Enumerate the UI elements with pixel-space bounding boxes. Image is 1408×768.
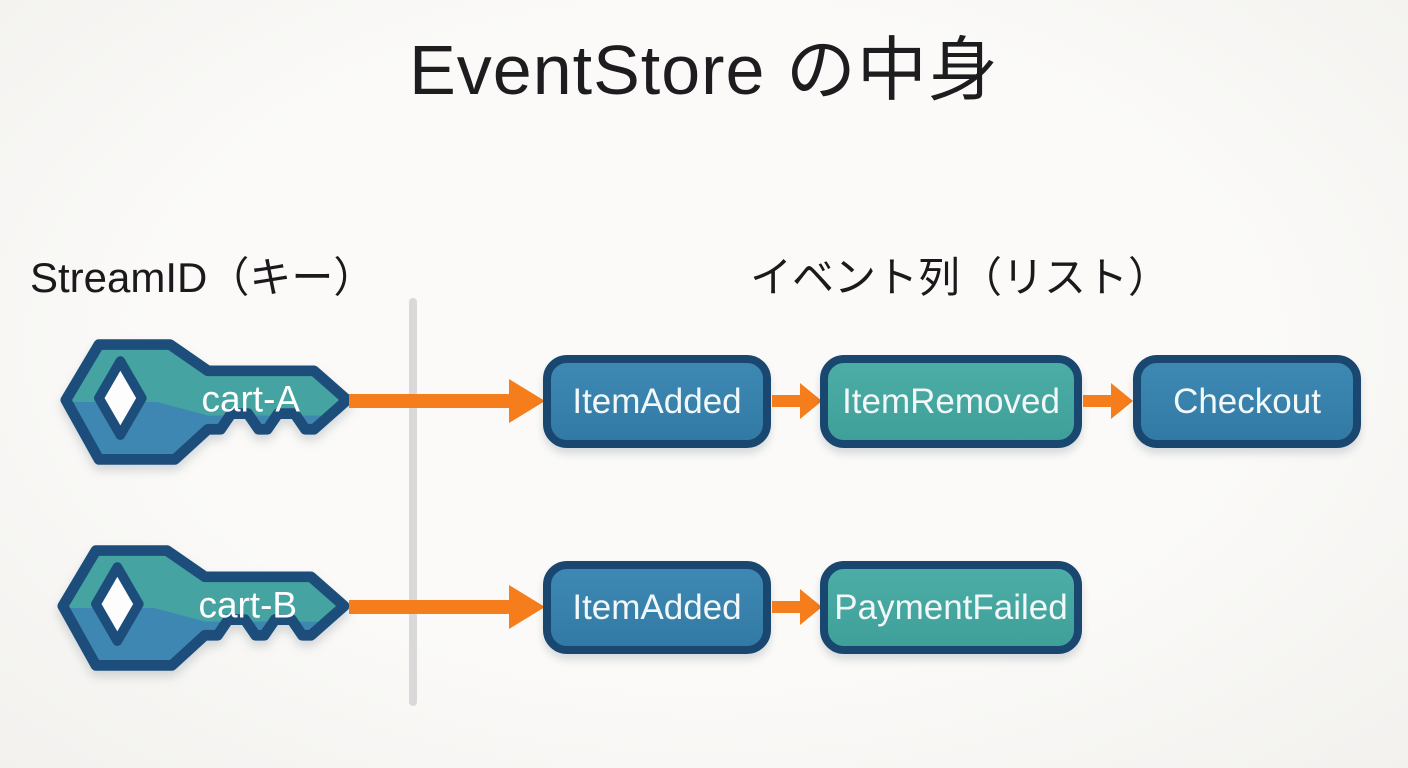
event-box: Checkout [1133, 355, 1361, 448]
arrow-right-icon [349, 379, 545, 423]
key-icon: cart-B [57, 545, 349, 671]
event-label: ItemRemoved [842, 381, 1060, 421]
event-label: ItemAdded [572, 381, 742, 421]
event-label: ItemAdded [572, 587, 742, 627]
arrow-right-icon [1083, 383, 1133, 419]
stream-key-label: cart-B [198, 585, 297, 626]
stream-id-column-label: StreamID（キー） [30, 254, 376, 301]
arrow-right-icon [772, 589, 822, 625]
event-box: ItemAdded [543, 355, 771, 448]
event-list-column-label: イベント列（リスト） [750, 254, 1171, 301]
arrow-right-icon [349, 585, 545, 629]
event-label: Checkout [1173, 381, 1321, 421]
event-box: ItemRemoved [820, 355, 1082, 448]
arrow-right-icon [772, 383, 822, 419]
event-box: ItemAdded [543, 561, 771, 654]
event-label: PaymentFailed [834, 587, 1068, 627]
column-divider [409, 298, 417, 706]
page-title: EventStore の中身 [409, 31, 999, 109]
stream-key-label: cart-A [201, 379, 300, 420]
key-icon: cart-A [60, 339, 352, 465]
event-box: PaymentFailed [820, 561, 1082, 654]
